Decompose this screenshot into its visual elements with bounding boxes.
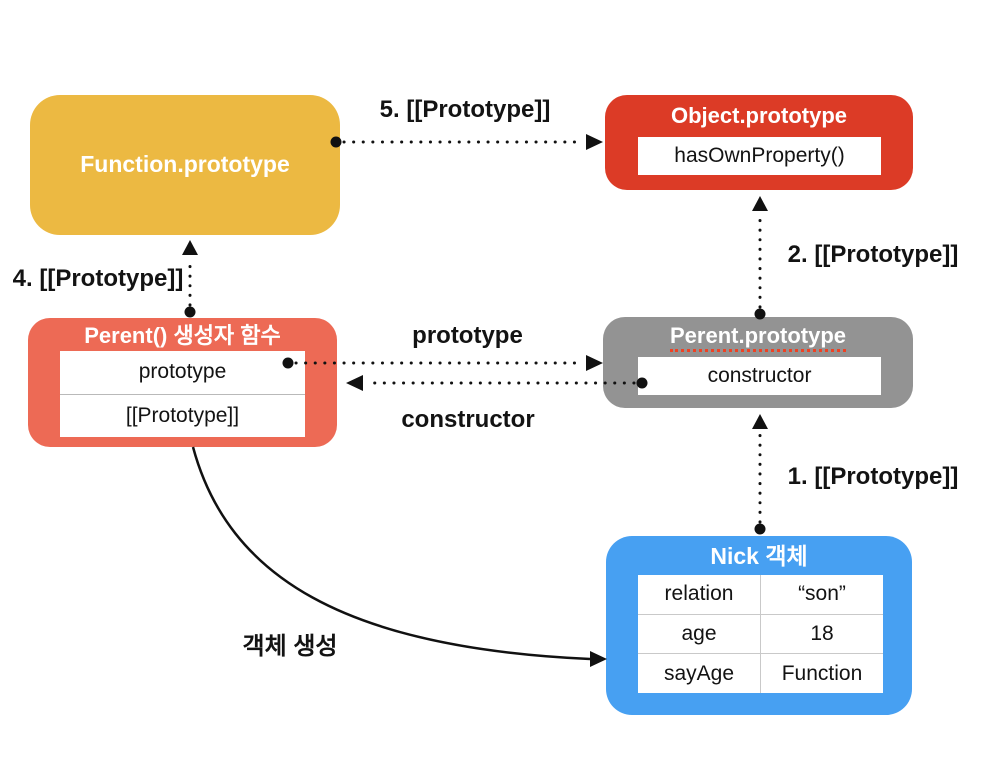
edge-label-prototype: prototype bbox=[412, 322, 523, 349]
edge-label-step4: 4. [[Prototype]] bbox=[12, 265, 184, 292]
node-title: Perent.prototype bbox=[603, 323, 913, 353]
edge-label-step1: 1. [[Prototype]] bbox=[787, 463, 959, 490]
node-function-prototype: Function.prototype bbox=[30, 95, 340, 235]
spellcheck-underline: Perent.prototype bbox=[669, 323, 847, 353]
node-parent-constructor: Perent() 생성자 함수 prototype [[Prototype]] bbox=[28, 318, 337, 447]
edge-label-step5: 5. [[Prototype]] bbox=[379, 96, 551, 123]
member-constructor: constructor bbox=[638, 357, 881, 395]
node-object-prototype: Object.prototype hasOwnProperty() bbox=[605, 95, 913, 190]
node-title: Function.prototype bbox=[80, 151, 290, 178]
edge-label-step2: 2. [[Prototype]] bbox=[787, 241, 959, 268]
node-title: Nick 객체 bbox=[710, 543, 808, 569]
table-cell-key: age bbox=[638, 614, 760, 654]
member-list: prototype [[Prototype]] bbox=[60, 351, 305, 437]
table-cell-key: relation bbox=[638, 575, 760, 614]
arrow-create-object bbox=[191, 446, 591, 661]
node-title: Object.prototype bbox=[670, 103, 847, 128]
table-cell-key: sayAge bbox=[638, 654, 760, 693]
member-hasownproperty: hasOwnProperty() bbox=[638, 137, 881, 175]
table-cell-value: Function bbox=[761, 654, 883, 693]
table-cell-value: 18 bbox=[761, 614, 883, 654]
edge-label-constructor: constructor bbox=[401, 406, 535, 433]
property-table: relation “son” age 18 sayAge Function bbox=[638, 575, 883, 693]
edge-label-create-object: 객체 생성 bbox=[242, 633, 338, 660]
node-nick-object: Nick 객체 relation “son” age 18 sayAge Fun… bbox=[606, 536, 912, 715]
member-prototype: prototype bbox=[60, 351, 305, 394]
table-cell-value: “son” bbox=[761, 575, 883, 614]
member-internal-prototype: [[Prototype]] bbox=[60, 394, 305, 437]
node-title: Perent() 생성자 함수 bbox=[84, 323, 281, 348]
node-parent-prototype: Perent.prototype constructor bbox=[603, 317, 913, 408]
